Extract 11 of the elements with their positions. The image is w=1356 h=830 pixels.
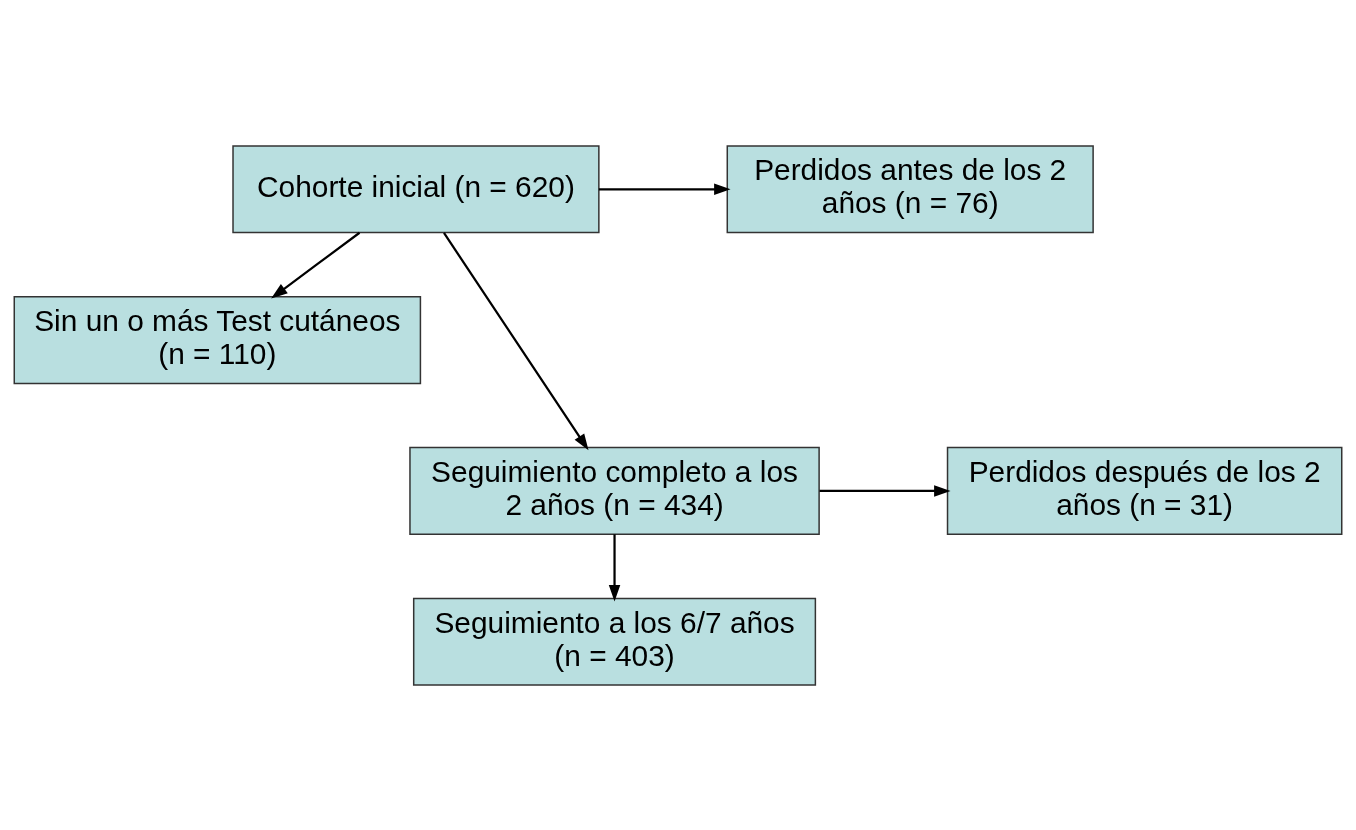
node-box: Sin un o más Test cutáneos (n = 110)	[13, 295, 422, 384]
arrow	[443, 231, 589, 450]
arrow	[608, 533, 621, 602]
arrow	[819, 484, 951, 497]
node-box: Perdidos antes de los 2 años (n = 76)	[726, 144, 1094, 233]
arrow	[271, 231, 361, 299]
arrow	[598, 183, 731, 195]
node-box: Seguimiento completo a los 2 años (n = 434)	[409, 446, 820, 535]
node-box: Perdidos después de los 2 años (n = 31)	[946, 446, 1343, 535]
node-box: Seguimiento a los 6/7 años (n = 403)	[412, 597, 817, 686]
node-box: Cohorte inicial (n = 620)	[232, 144, 600, 233]
